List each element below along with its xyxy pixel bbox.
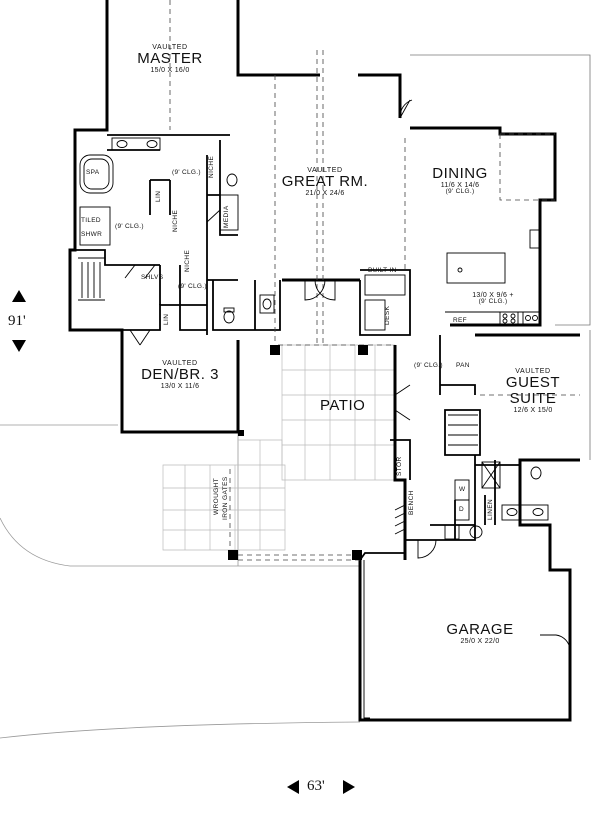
dryer-label: D xyxy=(459,506,464,513)
master-bath-clg: (9' CLG.) xyxy=(115,223,144,230)
lin-label-lower: LIN xyxy=(163,313,170,325)
kitchen-label: 13/0 X 9/6 + (9' CLG.) xyxy=(448,292,538,306)
guest-dims: 12/6 X 15/0 xyxy=(513,406,553,414)
niche-label-1: NICHE xyxy=(208,155,215,178)
pan-label: PAN xyxy=(456,362,470,369)
great-name: GREAT RM. xyxy=(281,173,369,191)
kitchen-dims: 13/0 X 9/6 + xyxy=(472,292,514,299)
den-dims: 13/0 X 11/6 xyxy=(160,383,200,391)
hall-clg: (9' CLG.) xyxy=(178,283,207,290)
garage-dims: 25/0 X 22/0 xyxy=(460,637,500,645)
ref-label: REF xyxy=(453,317,467,324)
tiled-label: TILED xyxy=(81,217,101,224)
doors xyxy=(124,99,571,651)
master-name: MASTER xyxy=(137,50,203,68)
desk-label: DESK xyxy=(384,305,391,325)
stor-label: STOR xyxy=(396,456,403,476)
gates-label-1: WROUGHT xyxy=(213,477,220,515)
patio-paving xyxy=(162,344,396,551)
deck-outline xyxy=(410,54,591,460)
shwr-label: SHWR xyxy=(81,231,103,238)
guest-vaulted: VAULTED xyxy=(515,368,551,375)
washer-label: W xyxy=(459,486,466,493)
linen-label: LINEN xyxy=(487,498,494,520)
master-vaulted: VAULTED xyxy=(152,44,188,51)
dimension-arrows xyxy=(12,290,355,794)
gates-label-2: IRON GATES xyxy=(222,476,229,520)
patio-label: PATIO xyxy=(320,397,366,414)
den-name: DEN/BR. 3 xyxy=(141,366,219,384)
depth-dimension: 91' xyxy=(8,313,26,329)
interior-walls xyxy=(75,134,520,561)
great-room-label: VAULTED GREAT RM. 21/0 X 24/6 xyxy=(270,167,380,197)
lin-label-upper: LIN xyxy=(155,190,162,202)
den-vaulted: VAULTED xyxy=(162,360,198,367)
shlvs-label: SHLVS xyxy=(141,274,164,281)
niche-label-2: NICHE xyxy=(172,209,179,232)
dining-dims: 11/6 X 14/6 xyxy=(440,181,480,189)
mudroom-clg: (9' CLG.) xyxy=(414,362,443,369)
guest-name: GUEST xyxy=(505,374,561,392)
garage-label: GARAGE 25/0 X 22/0 xyxy=(430,622,530,645)
dining-name: DINING xyxy=(432,165,488,182)
bench-label: BENCH xyxy=(408,490,415,515)
dining-clg: (9' CLG.) xyxy=(445,188,475,196)
width-dimension: 63' xyxy=(307,778,325,794)
great-vaulted: VAULTED xyxy=(307,167,343,174)
master-dims: 15/0 X 16/0 xyxy=(150,67,190,75)
great-dims: 21/0 X 24/6 xyxy=(305,190,345,198)
niche-label-3: NICHE xyxy=(184,249,191,272)
guest-suite-label: VAULTED GUEST SUITE 12/6 X 15/0 xyxy=(488,368,578,414)
guest-name2: SUITE xyxy=(509,390,557,408)
media-label: MEDIA xyxy=(223,205,230,228)
dining-label: DINING 11/6 X 14/6 (9' CLG.) xyxy=(420,166,500,196)
garage-name: GARAGE xyxy=(446,621,514,638)
master-closet-clg: (9' CLG.) xyxy=(172,169,201,176)
den-label: VAULTED DEN/BR. 3 13/0 X 11/6 xyxy=(130,360,230,390)
columns xyxy=(228,345,368,560)
exterior-walls xyxy=(68,0,580,722)
master-label: VAULTED MASTER 15/0 X 16/0 xyxy=(125,44,215,74)
site-lines xyxy=(0,424,361,739)
spa-label: SPA xyxy=(86,169,100,176)
kitchen-clg: (9' CLG.) xyxy=(478,298,508,306)
fixtures xyxy=(78,137,549,719)
builtin-label: BUILT-IN xyxy=(368,267,397,274)
